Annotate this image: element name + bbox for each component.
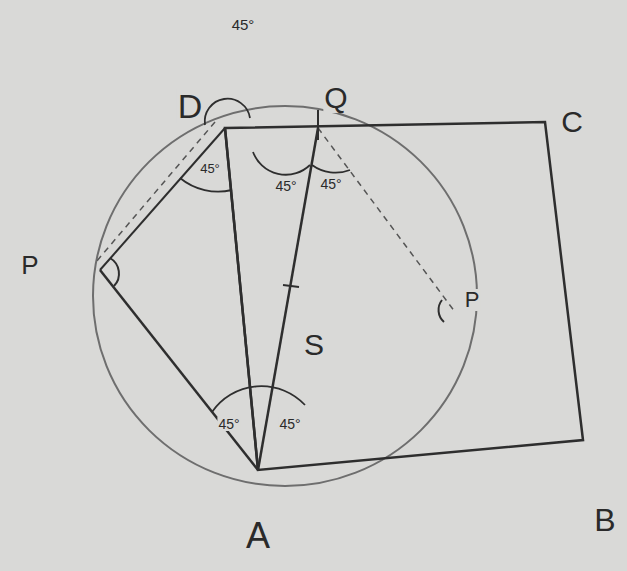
- angle-arc: [439, 300, 444, 322]
- point-label: A: [245, 518, 271, 554]
- segment-pa: [100, 270, 258, 470]
- angle-arc: [180, 178, 232, 192]
- angle-label: 45°: [231, 17, 256, 32]
- angle-label: 45°: [274, 179, 297, 193]
- angle-arc: [110, 258, 119, 286]
- angle-arc: [205, 99, 250, 125]
- point-label: D: [177, 89, 204, 123]
- angle-arc: [253, 152, 310, 175]
- point-label: S: [303, 330, 325, 360]
- angle-label: 45°: [278, 417, 301, 431]
- dashed-qp: [318, 128, 455, 312]
- angle-arc: [312, 165, 350, 173]
- point-q-mark: [317, 110, 319, 140]
- square: [225, 122, 583, 470]
- segment-dp: [100, 128, 225, 270]
- dashed-dp: [96, 122, 215, 262]
- angle-label: 45°: [199, 162, 221, 175]
- angle-label: 45°: [319, 177, 342, 191]
- point-label: P: [464, 289, 481, 311]
- segment-qa: [258, 128, 318, 470]
- point-label: P: [20, 252, 39, 278]
- point-label: Q: [323, 83, 348, 113]
- point-label: C: [560, 107, 584, 137]
- circle: [93, 106, 477, 486]
- angle-label: 45°: [217, 417, 240, 431]
- point-label: B: [593, 504, 616, 536]
- tick-mark: [283, 285, 299, 287]
- angle-arc: [212, 386, 305, 412]
